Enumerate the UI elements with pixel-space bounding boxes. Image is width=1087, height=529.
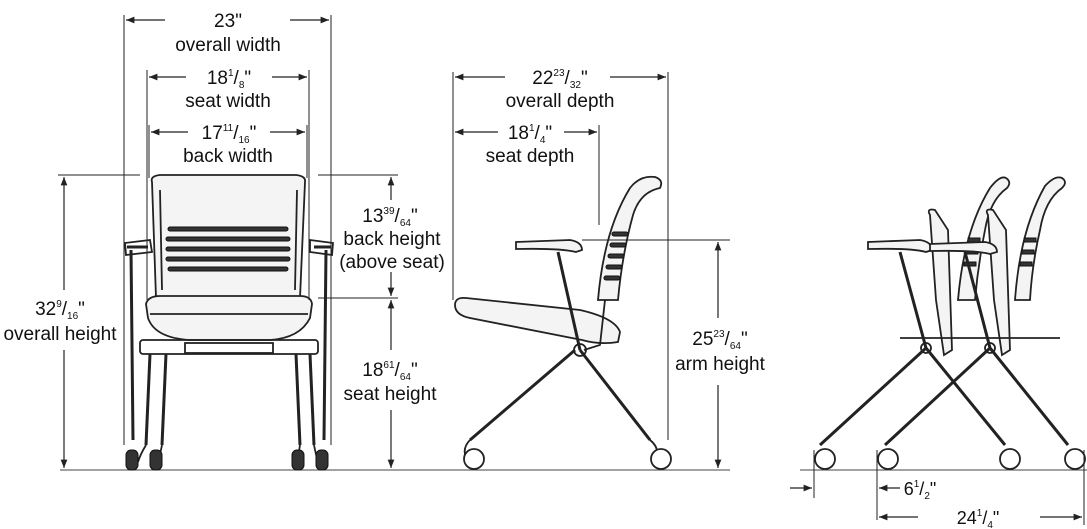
overall-depth-caption: overall depth bbox=[506, 91, 615, 112]
seat-width-value: 181/8" bbox=[207, 68, 251, 91]
front-view: 23" overall width 181/8" seat width 1711… bbox=[3, 11, 445, 471]
seat-height-caption: seat height bbox=[344, 384, 438, 405]
back-width-value: 1711/16" bbox=[202, 123, 257, 146]
seat-height-value: 1861/64" bbox=[362, 360, 417, 383]
side-chair-drawing bbox=[454, 175, 672, 470]
arm-height-value: 2523/64" bbox=[692, 329, 747, 352]
seat-depth-value: 181/4" bbox=[508, 123, 552, 146]
back-height-caption-2: (above seat) bbox=[339, 252, 445, 273]
side-view: 2223/32" overall depth 181/4" seat depth… bbox=[452, 68, 766, 470]
overall-depth-value: 2223/32" bbox=[532, 68, 587, 91]
seat-depth-caption: seat depth bbox=[486, 146, 575, 167]
nest-offset-value: 61/2" bbox=[904, 479, 937, 502]
nested-depth-value: 241/4" bbox=[957, 508, 1000, 529]
back-width-caption: back width bbox=[183, 146, 273, 167]
overall-width-caption: overall width bbox=[175, 35, 281, 56]
back-height-caption: back height bbox=[343, 229, 441, 250]
seat-width-caption: seat width bbox=[185, 91, 271, 112]
overall-height-value: 329/16" bbox=[35, 299, 85, 322]
overall-width-value: 23" bbox=[214, 11, 242, 32]
back-height-value: 1339/64" bbox=[362, 206, 417, 229]
front-chair-drawing bbox=[124, 174, 334, 471]
overall-height-caption: overall height bbox=[3, 324, 117, 345]
nested-chairs-drawing bbox=[814, 176, 1086, 470]
nested-view: 61/2" 241/4" bbox=[790, 176, 1086, 529]
arm-height-caption: arm height bbox=[675, 354, 765, 375]
